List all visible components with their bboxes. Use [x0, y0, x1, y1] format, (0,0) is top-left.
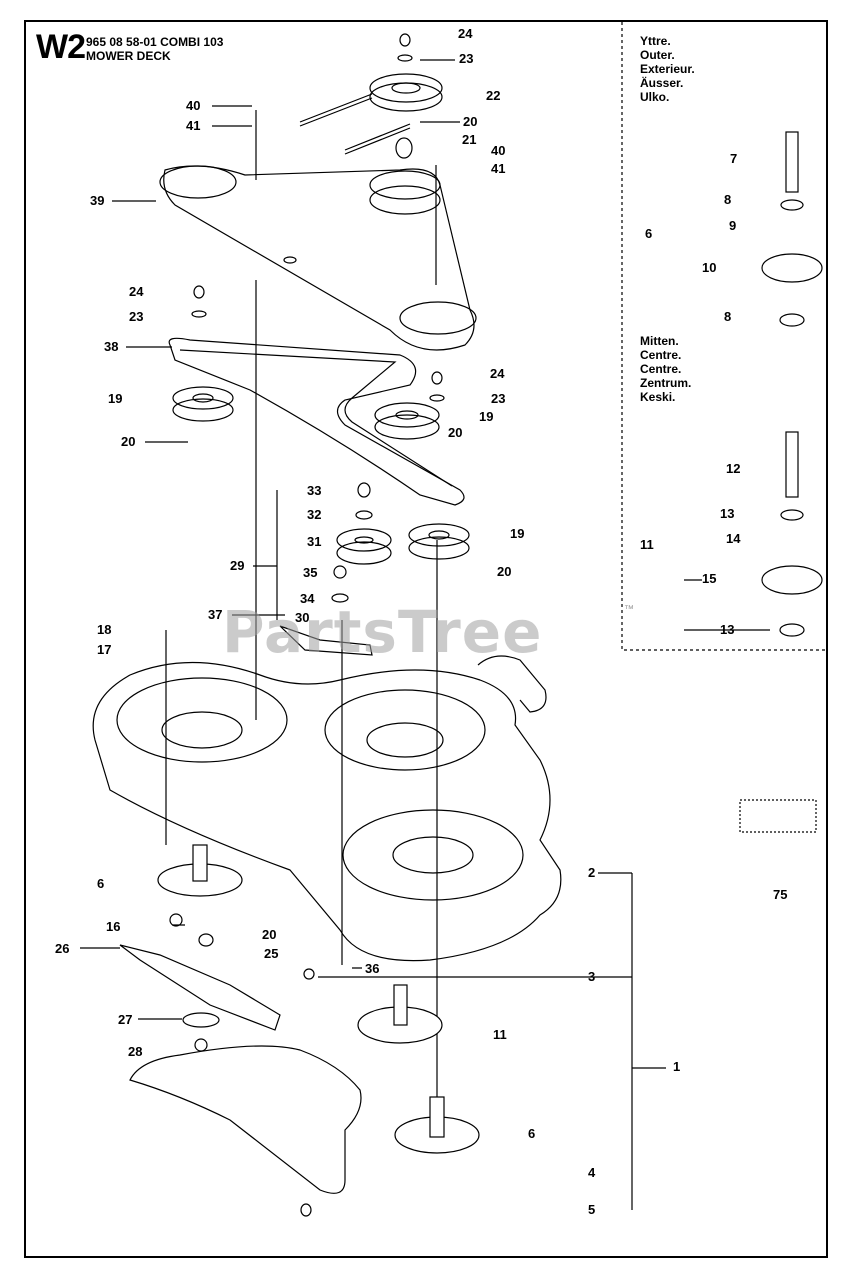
belt	[168, 337, 465, 506]
callout-20[interactable]: 20	[262, 927, 277, 942]
callout-31[interactable]: 31	[307, 534, 322, 549]
callout-20[interactable]: 20	[121, 434, 136, 449]
callout-38[interactable]: 38	[104, 339, 119, 354]
center-label: Mitten.	[640, 334, 679, 348]
callout-41[interactable]: 41	[186, 118, 201, 133]
callout-19[interactable]: 19	[510, 526, 525, 541]
detail-box-divider	[621, 22, 826, 651]
callout-41[interactable]: 41	[491, 161, 506, 176]
callout-23[interactable]: 23	[459, 51, 474, 66]
callout-21[interactable]: 21	[462, 132, 477, 147]
callout-8[interactable]: 8	[724, 192, 732, 207]
callout-20[interactable]: 20	[463, 114, 478, 129]
watermark: PartsTree	[222, 598, 543, 666]
callout-22[interactable]: 22	[486, 88, 501, 103]
callout-4[interactable]: 4	[588, 1165, 596, 1180]
callout-13[interactable]: 13	[720, 622, 735, 637]
callout-24[interactable]: 24	[458, 26, 473, 41]
outer-labels: Yttre. Outer. Exterieur. Äusser. Ulko.	[640, 34, 695, 104]
callout-33[interactable]: 33	[307, 483, 322, 498]
callout-3[interactable]: 3	[588, 969, 596, 984]
callout-40[interactable]: 40	[186, 98, 201, 113]
callout-30[interactable]: 30	[295, 610, 310, 625]
callout-32[interactable]: 32	[307, 507, 322, 522]
drawing-frame	[24, 20, 828, 1258]
callout-34[interactable]: 34	[300, 591, 315, 606]
callout-19[interactable]: 19	[479, 409, 494, 424]
callout-39[interactable]: 39	[90, 193, 105, 208]
callout-24[interactable]: 24	[490, 366, 505, 381]
callout-75[interactable]: 75	[773, 887, 788, 902]
center-label: Centre.	[640, 362, 682, 376]
callout-11[interactable]: 11	[493, 1027, 507, 1042]
callout-37[interactable]: 37	[208, 607, 223, 622]
callout-10[interactable]: 10	[702, 260, 717, 275]
callout-20[interactable]: 20	[448, 425, 463, 440]
center-label: Zentrum.	[640, 376, 692, 390]
callout-15[interactable]: 15	[702, 571, 717, 586]
callout-12[interactable]: 12	[726, 461, 741, 476]
callout-6[interactable]: 6	[645, 226, 653, 241]
callout-35[interactable]: 35	[303, 565, 318, 580]
baffle	[129, 1045, 362, 1194]
belt-cover	[163, 165, 475, 351]
callout-16[interactable]: 16	[106, 919, 121, 934]
center-labels: Mitten. Centre. Centre. Zentrum. Keski.	[640, 334, 691, 404]
outer-label: Outer.	[640, 48, 675, 62]
outer-label: Exterieur.	[640, 62, 695, 76]
page-code: W2	[36, 28, 86, 66]
callout-2[interactable]: 2	[588, 865, 596, 880]
callout-25[interactable]: 25	[264, 946, 279, 961]
center-label: Keski.	[640, 390, 676, 404]
callout-24[interactable]: 24	[129, 284, 144, 299]
callout-11[interactable]: 11	[640, 537, 654, 552]
callout-14[interactable]: 14	[726, 531, 741, 546]
callout-6[interactable]: 6	[97, 876, 105, 891]
outer-label: Yttre.	[640, 34, 671, 48]
mower-deck	[92, 661, 562, 962]
callout-5[interactable]: 5	[588, 1202, 596, 1217]
center-label: Centre.	[640, 348, 682, 362]
callout-18[interactable]: 18	[97, 622, 112, 637]
part-number: 965 08 58-01 COMBI 103	[86, 35, 224, 49]
callout-23[interactable]: 23	[129, 309, 144, 324]
callout-9[interactable]: 9	[729, 218, 737, 233]
callout-1[interactable]: 1	[673, 1059, 681, 1074]
callout-6[interactable]: 6	[528, 1126, 536, 1141]
watermark-trademark: ™	[624, 604, 634, 615]
callout-20[interactable]: 20	[497, 564, 512, 579]
outer-label: Ulko.	[640, 90, 670, 104]
callout-13[interactable]: 13	[720, 506, 735, 521]
callout-27[interactable]: 27	[118, 1012, 133, 1027]
outer-label: Äusser.	[640, 76, 684, 90]
callout-28[interactable]: 28	[128, 1044, 143, 1059]
callout-8[interactable]: 8	[724, 309, 732, 324]
callout-7[interactable]: 7	[730, 151, 738, 166]
callout-23[interactable]: 23	[491, 391, 506, 406]
callout-26[interactable]: 26	[55, 941, 70, 956]
callout-40[interactable]: 40	[491, 143, 506, 158]
callout-29[interactable]: 29	[230, 558, 245, 573]
blade	[119, 944, 281, 1031]
callout-17[interactable]: 17	[97, 642, 112, 657]
page-title: MOWER DECK	[86, 49, 171, 63]
callout-19[interactable]: 19	[108, 391, 123, 406]
callout-36[interactable]: 36	[365, 961, 380, 976]
